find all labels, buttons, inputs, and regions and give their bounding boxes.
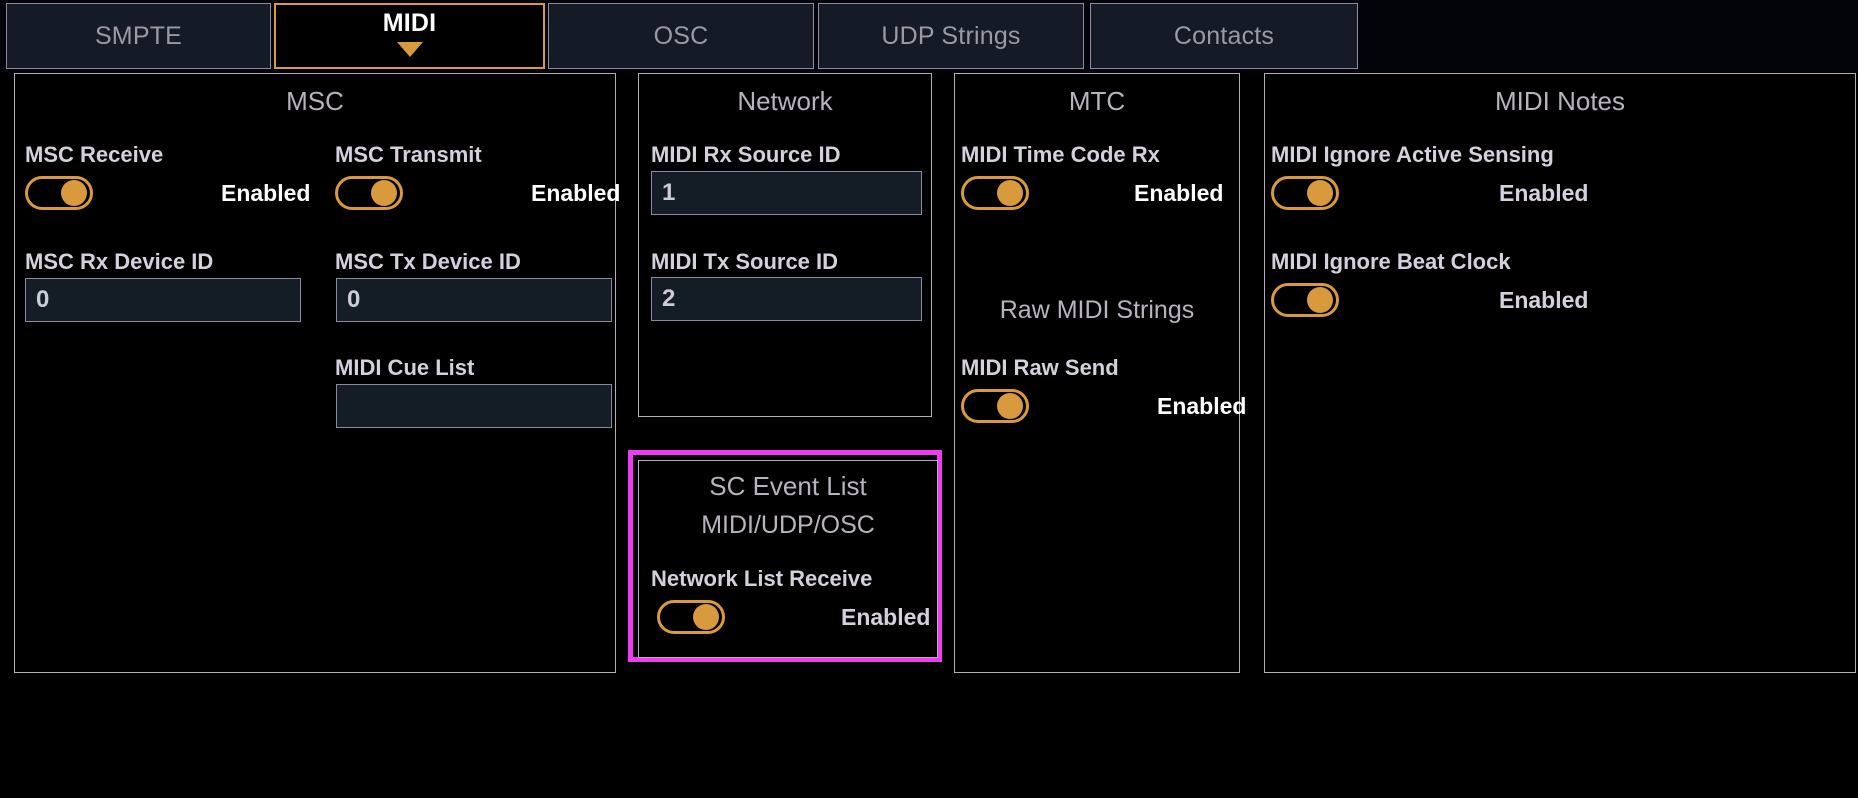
msc-tx-device-id-label: MSC Tx Device ID: [335, 249, 521, 274]
midi-tx-source-id-label: MIDI Tx Source ID: [651, 249, 839, 274]
midi-rx-source-id-value: 1: [662, 179, 676, 206]
msc-tx-device-id-value: 0: [347, 286, 361, 313]
midi-tx-source-id-input[interactable]: 2: [651, 277, 922, 321]
network-list-receive-label: Network List Receive: [651, 566, 873, 591]
midi-time-code-rx-state: Enabled: [1134, 179, 1224, 206]
toggle-knob: [61, 180, 87, 206]
midi-cue-list-input[interactable]: [336, 384, 612, 428]
midi-time-code-rx-label: MIDI Time Code Rx: [961, 142, 1160, 167]
tab-contacts[interactable]: Contacts: [1090, 3, 1358, 69]
chevron-down-icon: [396, 42, 423, 57]
msc-tx-device-id-input[interactable]: 0: [336, 278, 612, 322]
panel-sc-event-list-title: SC Event List: [709, 471, 867, 501]
panel-mtc: MTC MIDI Time Code Rx Enabled Raw MIDI S…: [954, 73, 1246, 673]
toggle-knob: [693, 604, 719, 630]
toggle-knob: [997, 180, 1023, 206]
panel-midi-notes: MIDI Notes MIDI Ignore Active Sensing En…: [1264, 73, 1856, 673]
midi-cue-list-label: MIDI Cue List: [335, 355, 475, 380]
midi-ignore-beat-clock-state: Enabled: [1499, 286, 1589, 313]
toggle-knob: [1307, 287, 1333, 313]
msc-rx-device-id-label: MSC Rx Device ID: [25, 249, 214, 274]
toggle-knob: [997, 393, 1023, 419]
toggle-knob: [371, 180, 397, 206]
msc-receive-label: MSC Receive: [25, 142, 164, 167]
msc-receive-state: Enabled: [221, 179, 311, 206]
tab-osc-label: OSC: [653, 21, 709, 50]
panel-mtc-title: MTC: [1068, 86, 1126, 116]
midi-ignore-beat-clock-toggle[interactable]: [1271, 283, 1339, 317]
midi-ignore-active-sensing-label: MIDI Ignore Active Sensing: [1271, 142, 1554, 167]
msc-rx-device-id-value: 0: [36, 286, 50, 313]
panel-msc-title: MSC: [286, 86, 344, 116]
panel-msc: MSC MSC Receive Enabled MSC Transmit Ena…: [14, 73, 620, 673]
tab-smpte-label: SMPTE: [94, 21, 183, 50]
panel-network: Network MIDI Rx Source ID 1 MIDI Tx Sour…: [638, 73, 932, 417]
msc-receive-toggle[interactable]: [25, 176, 93, 210]
msc-transmit-toggle[interactable]: [335, 176, 403, 210]
network-list-receive-state: Enabled: [841, 603, 931, 630]
tab-osc[interactable]: OSC: [548, 3, 814, 69]
tab-midi-label: MIDI: [382, 9, 437, 37]
msc-rx-device-id-input[interactable]: 0: [25, 278, 301, 322]
tab-udp-strings[interactable]: UDP Strings: [818, 3, 1084, 69]
tab-udp-strings-label: UDP Strings: [881, 21, 1021, 50]
midi-rx-source-id-input[interactable]: 1: [651, 171, 922, 215]
tab-bar: SMPTE MIDI OSC UDP Strings Contacts: [0, 0, 1858, 72]
midi-ignore-active-sensing-toggle[interactable]: [1271, 176, 1339, 210]
midi-time-code-rx-toggle[interactable]: [961, 176, 1029, 210]
midi-rx-source-id-label: MIDI Rx Source ID: [651, 142, 841, 167]
panel-sc-event-list: SC Event List MIDI/UDP/OSC Network List …: [638, 460, 938, 658]
midi-raw-send-label: MIDI Raw Send: [961, 355, 1119, 380]
midi-raw-send-state: Enabled: [1157, 392, 1247, 419]
panel-midi-notes-title: MIDI Notes: [1494, 86, 1626, 116]
tab-smpte[interactable]: SMPTE: [6, 3, 271, 69]
midi-tx-source-id-value: 2: [662, 285, 676, 312]
midi-ignore-beat-clock-label: MIDI Ignore Beat Clock: [1271, 249, 1511, 274]
msc-transmit-state: Enabled: [531, 179, 621, 206]
toggle-knob: [1307, 180, 1333, 206]
midi-raw-send-toggle[interactable]: [961, 389, 1029, 423]
tab-midi[interactable]: MIDI: [274, 3, 545, 69]
panel-sc-event-list-subtitle: MIDI/UDP/OSC: [701, 511, 875, 539]
midi-ignore-active-sensing-state: Enabled: [1499, 179, 1589, 206]
panel-network-title: Network: [737, 86, 833, 116]
msc-transmit-label: MSC Transmit: [335, 142, 482, 167]
network-list-receive-toggle[interactable]: [657, 600, 725, 634]
raw-midi-strings-title: Raw MIDI Strings: [999, 296, 1195, 324]
sc-event-list-highlight: SC Event List MIDI/UDP/OSC Network List …: [628, 450, 942, 662]
tab-contacts-label: Contacts: [1173, 21, 1275, 50]
